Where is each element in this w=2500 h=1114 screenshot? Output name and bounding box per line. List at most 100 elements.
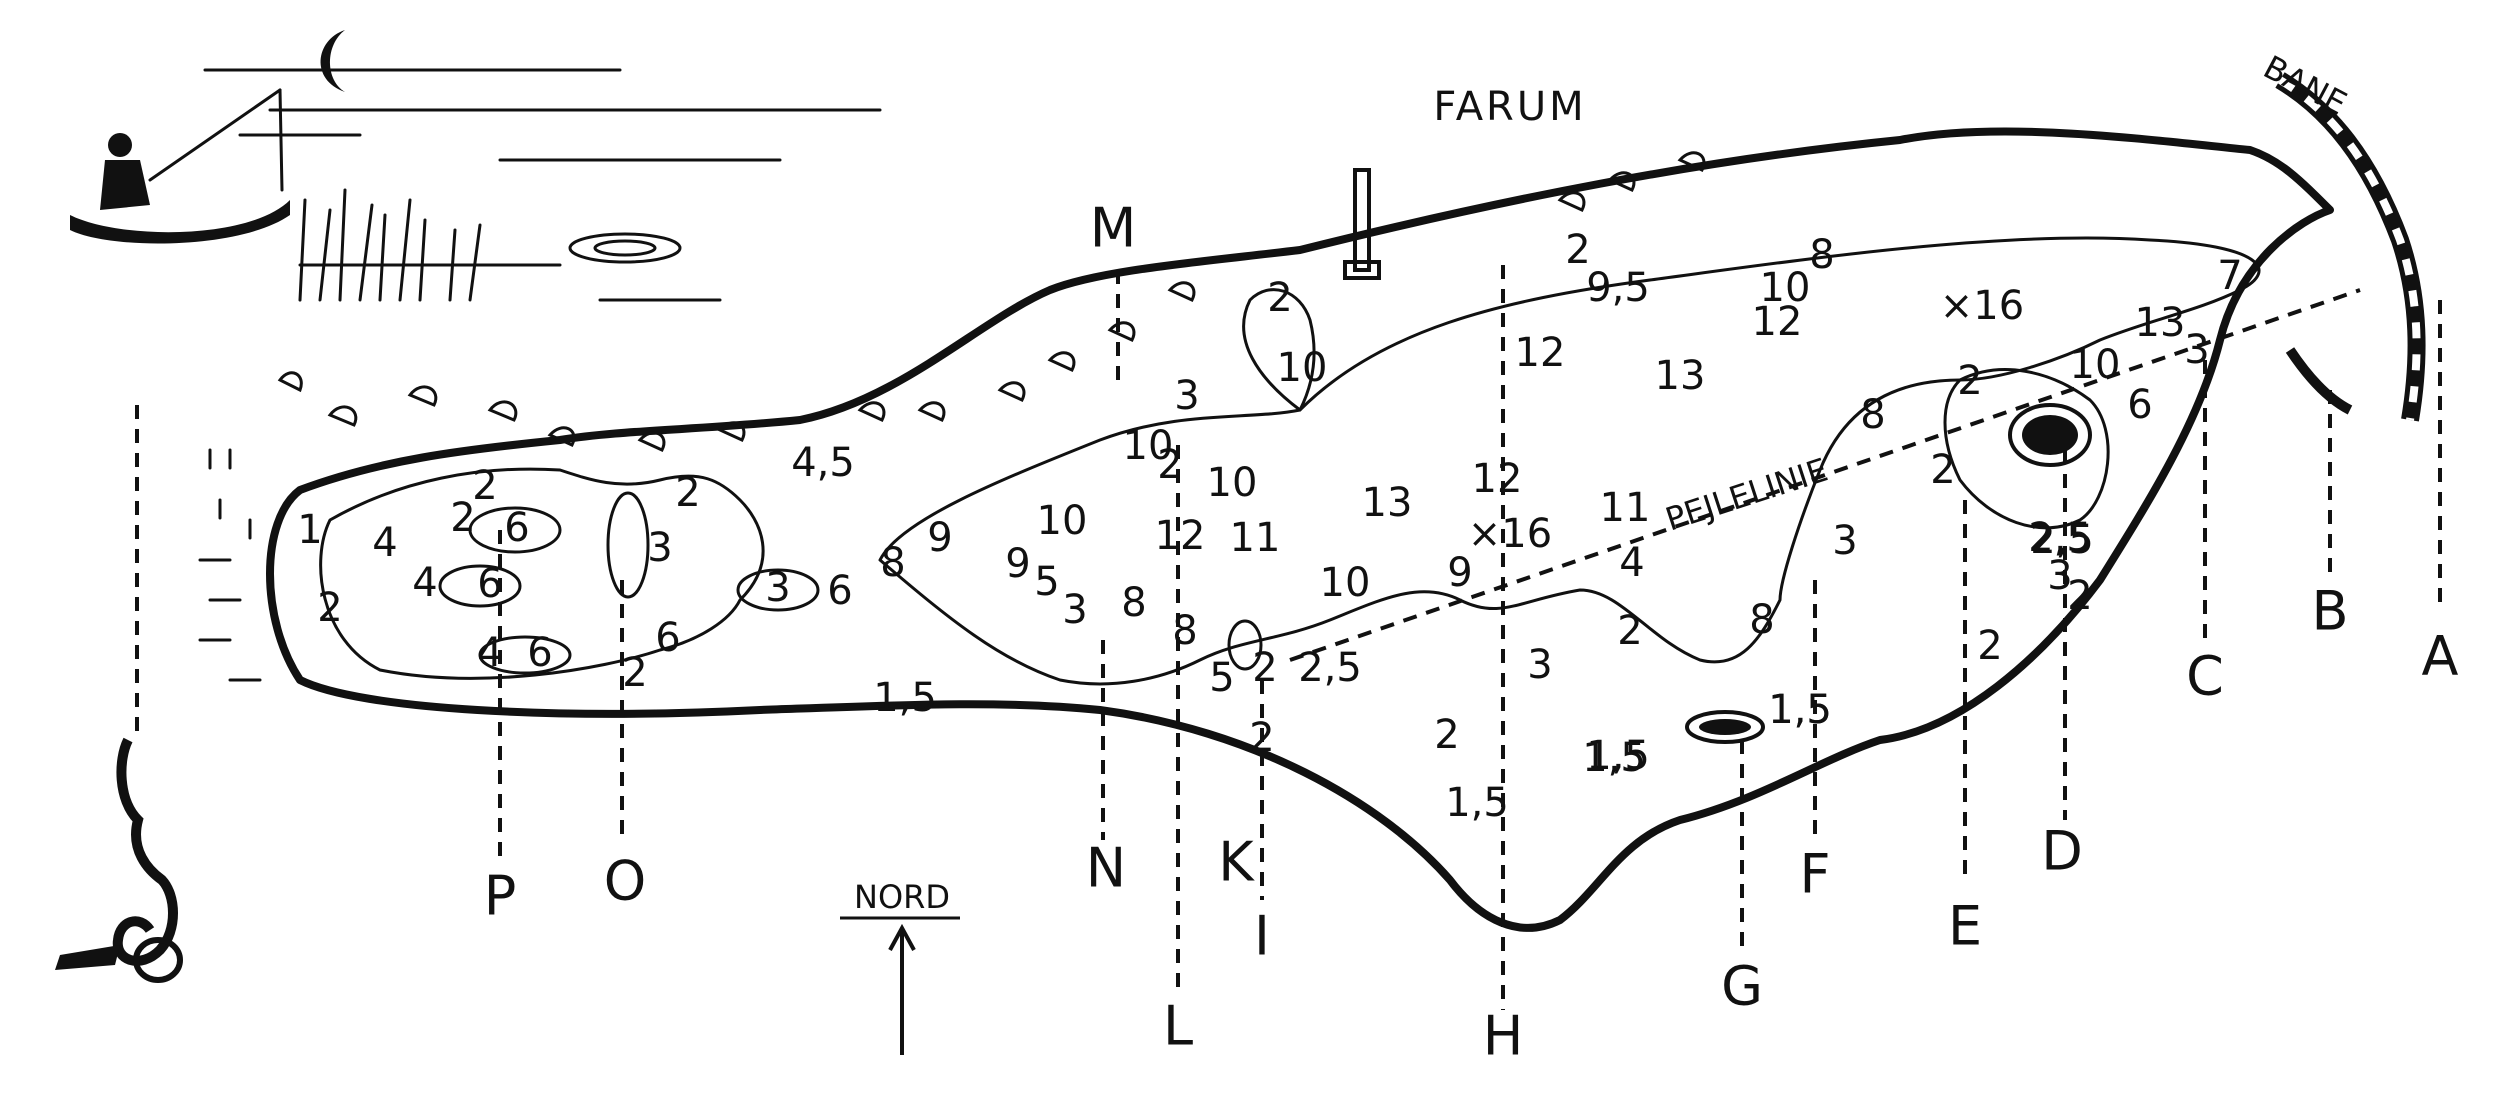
depth-sounding: 2,5 [1298,645,1362,691]
depth-sounding: 7 [2217,253,2242,299]
depth-sounding: 3 [647,525,672,571]
depth-sounding: 4 [1619,540,1644,586]
railway [2275,72,2426,422]
depth-sounding: 13 [2135,300,2186,346]
lake-shoreline [266,127,2334,932]
depth-sounding: 2 [1252,645,1277,691]
depth-sounding: 3 [1527,642,1552,688]
bearing-line [1289,288,2361,662]
transect-letter: G [1721,955,1763,1018]
transect-letter: P [484,865,517,928]
transect-letter: A [2422,625,2459,688]
depth-sounding: 1 [297,507,322,553]
depth-sounding: 1,5 [1445,780,1509,826]
depth-hole-west-2 [438,564,522,608]
depth-sounding: 2 [1977,623,2002,669]
depth-sounding: 4,5 [791,440,855,486]
transect-letter: D [2041,820,2083,883]
depth-sounding: 8 [1172,608,1197,654]
depth-sounding: 8 [1809,232,1834,278]
depth-sounding: 10 [2070,342,2121,388]
depth-sounding: 3 [1174,373,1199,419]
depth-hole-mid [736,568,820,612]
depth-sounding: 9 [927,515,952,561]
north-label: NORD [854,878,950,916]
depth-sounding: 2 [1930,447,1955,493]
depth-sounding: 13 [1655,353,1706,399]
depth-sounding: 10 [1123,423,1174,469]
depth-sounding: 3 [1062,587,1087,633]
north-arrow: NORD [840,878,960,1055]
depth-sounding: 10 [1207,460,1258,506]
depth-sounding: 5 [1034,559,1059,605]
depth-sounding: 1,5 [1586,733,1650,779]
depth-contour-outer [319,467,765,680]
depth-sounding: 2 [1957,358,1982,404]
depth-sounding: 12 [1155,513,1206,559]
depth-sounding: 1,5 [873,675,937,721]
depth-sounding: 10 [1320,560,1371,606]
depth-sounding: 4 [412,560,437,606]
transect-letter: F [1799,843,1830,906]
depth-sounding: 2 [2067,573,2092,619]
depth-sounding: 12 [1515,330,1566,376]
depth-sounding: 9,5 [1586,265,1650,311]
transect-letter: H [1483,1005,1524,1068]
fishing-lure-sketch [55,405,183,983]
transect-letter: B [2311,580,2348,643]
pier-north-head [1343,260,1381,280]
depth-sounding: 4 [372,520,397,566]
depth-sounding: 2 [1267,275,1292,321]
place-label: FARUM [1433,84,1586,130]
transect-letter: N [1086,837,1126,900]
transect-lines [498,265,2442,1010]
fisherman-sketch [70,30,882,302]
depth-sounding: 2 [472,463,497,509]
depth-sounding: 12 [1472,456,1523,502]
transect-letters: A B C D E F G H I K L M N O P [484,197,2459,1068]
depth-sounding: 2 [1617,608,1642,654]
transect-letter: K [1218,831,1255,894]
depth-sounding: 2 [622,650,647,696]
bearing-label: PEJLELINIE [1661,451,1832,539]
depth-ridge-o [606,491,650,599]
transect-letter: E [1948,895,1982,958]
depth-sounding: 8 [880,540,905,586]
depth-sounding: 2 [1565,227,1590,273]
islet-south-fill [1699,719,1751,735]
depth-sounding: 6 [655,615,680,661]
depth-soundings: 2 9,5 8 10 12 ×16 7 13 3 10 6 12 13 2 10… [297,227,2242,826]
depth-sounding: 12 [1752,299,1803,345]
depth-sounding: 3 [1832,518,1857,564]
moon-icon [320,30,345,92]
depth-sounding: 10 [1277,345,1328,391]
depth-sounding: 3 [2184,327,2209,373]
transect-letter: C [2186,645,2224,708]
depth-sounding: 2 [1249,715,1274,761]
depth-sounding: 6 [477,561,502,607]
depth-sounding: 2 [317,585,342,631]
transect-letter: O [604,850,647,913]
boat-icon [70,200,290,244]
depth-sounding: 6 [827,568,852,614]
shore-vegetation [198,151,1706,682]
depth-sounding: 8 [1749,597,1774,643]
depth-sounding: 4 [477,630,502,676]
depth-contour-north-arm [1242,288,1316,412]
depth-sounding: 1,5 [1582,735,1646,781]
depth-hole-west-1 [468,506,562,554]
depth-sounding: 13 [1362,480,1413,526]
depth-sounding: 3 [2047,553,2072,599]
depth-sounding: 2,5 [2028,515,2092,561]
depth-contour-east-bay [1943,368,2110,530]
depth-sounding: 2 [1157,442,1182,488]
bearing-depth: 11 [1600,485,1651,531]
depth-sounding: 8 [1121,580,1146,626]
depth-sounding: 6 [2127,382,2152,428]
depth-sounding: 6 [527,630,552,676]
transect-letter: I [1254,905,1270,968]
depth-sounding: 1,5 [1768,687,1832,733]
depth-sounding: 10 [1037,498,1088,544]
depth-sounding: 11 [1230,515,1281,561]
